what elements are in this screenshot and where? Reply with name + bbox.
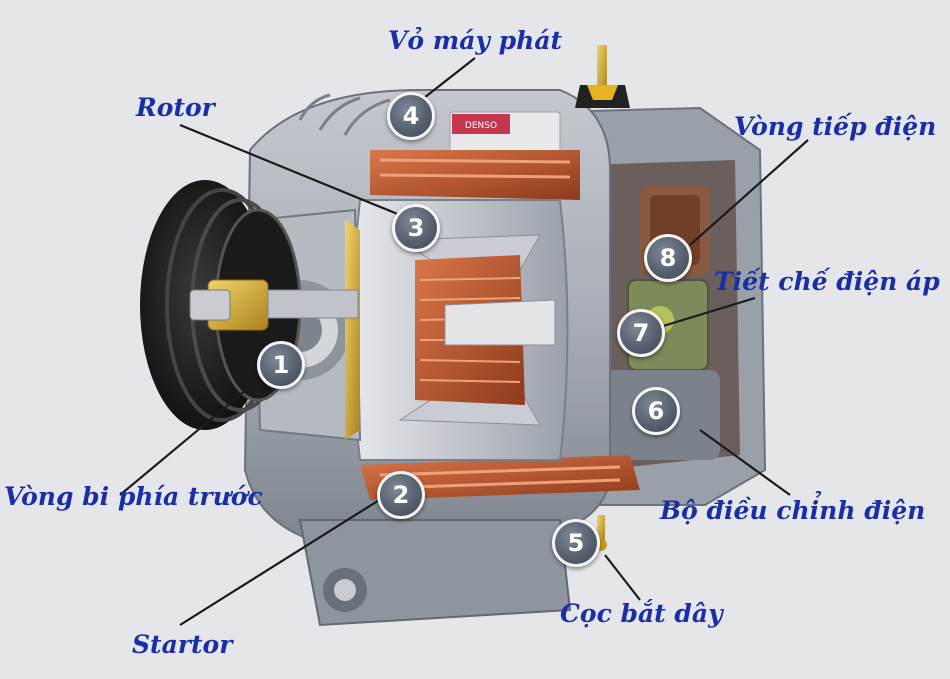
stator-windings-top (370, 150, 580, 200)
label-vong-bi-phia-truoc: Vòng bi phía trước (4, 482, 263, 511)
label-bo-dieu-chinh-dien: Bộ điều chỉnh điện (660, 496, 926, 525)
housing-fins (298, 93, 391, 136)
nameplate-text: DENSO (465, 121, 497, 131)
label-startor: Startor (132, 630, 233, 659)
mounting-bracket (298, 519, 572, 627)
shaft-nut (189, 279, 359, 331)
top-terminal (575, 45, 630, 108)
callout-badge-4: 4 (387, 92, 435, 140)
leader-lines (119, 57, 809, 626)
callout-badge-2: 2 (377, 471, 425, 519)
callout-badge-3: 3 (392, 204, 440, 252)
callout-badge-8: 8 (644, 234, 692, 282)
label-rotor: Rotor (136, 93, 215, 122)
label-tiet-che-dien-ap: Tiết chế điện áp (714, 267, 940, 296)
rotor (351, 199, 569, 461)
callout-badge-6: 6 (632, 387, 680, 435)
label-vong-tiep-dien: Vòng tiếp điện (734, 112, 937, 141)
callout-badge-1: 1 (257, 341, 305, 389)
label-coc-bat-day: Cọc bắt dây (560, 599, 723, 628)
nameplate: DENSO (449, 111, 561, 159)
label-vo-may-phat: Vỏ máy phát (388, 26, 563, 55)
callout-badge-5: 5 (552, 519, 600, 567)
callout-badge-7: 7 (617, 309, 665, 357)
